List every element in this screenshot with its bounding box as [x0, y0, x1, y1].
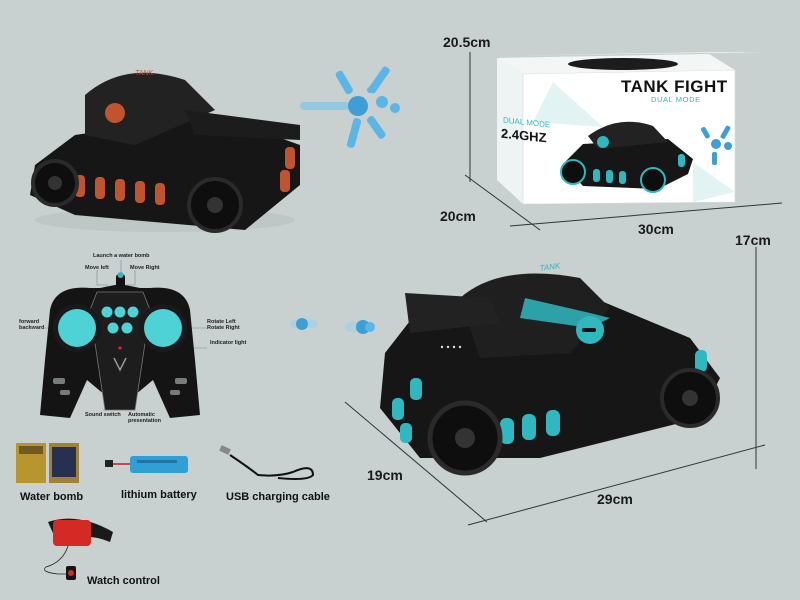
label-presentation: presentation — [128, 418, 162, 425]
box-splash-icon — [701, 125, 732, 165]
product-box: TANK FIGHT DUAL MODE DUAL MODE 2.4GHZ — [493, 52, 763, 205]
usb-cable-image — [219, 445, 315, 480]
orange-tank-image: TANK — [30, 70, 300, 233]
label-move-right: Move Right — [130, 265, 160, 271]
tank-height-dimension: 17cm — [735, 232, 771, 248]
box-height-dimension: 20.5cm — [443, 34, 491, 50]
label-backward: backward — [19, 325, 45, 332]
watch-control-image — [44, 518, 113, 580]
tank-length-line — [467, 444, 766, 526]
blue-tank-logo: TANK — [539, 261, 561, 273]
label-automatic-presentation: Automatic presentation — [128, 412, 161, 425]
box-depth-line — [464, 174, 541, 231]
tank-depth-line — [344, 401, 488, 523]
label-indicator-light: Indicator light — [210, 340, 247, 346]
label-forward-backward: forward backward — [19, 319, 44, 332]
orange-tank-logo: TANK — [135, 70, 153, 77]
label-rotate-right: Rotate Right — [207, 325, 240, 332]
tank-height-line — [755, 247, 757, 469]
label-automatic: Automatic — [128, 412, 155, 418]
box-title: TANK FIGHT — [621, 77, 728, 96]
tank-length-dimension: 29cm — [597, 491, 633, 507]
watch-control-label: Watch control — [87, 575, 160, 587]
box-width-line — [509, 202, 783, 227]
tank-depth-dimension: 19cm — [367, 467, 403, 483]
label-move-left: Move left — [85, 265, 109, 271]
box-width-dimension: 30cm — [638, 221, 674, 237]
label-rotate-left: Rotate Left — [207, 319, 236, 325]
water-bomb-label: Water bomb — [20, 491, 84, 503]
lithium-battery-label: lithium battery — [121, 489, 197, 501]
blue-tank-image: TANK — [290, 261, 720, 476]
box-subtitle: DUAL MODE — [651, 95, 701, 104]
water-bomb-packets-image — [16, 443, 79, 483]
water-splash-icon — [300, 66, 400, 148]
remote-controller — [20, 260, 207, 418]
box-height-line — [469, 52, 471, 182]
label-launch-water-bomb: Launch a water bomb — [93, 253, 150, 259]
box-depth-dimension: 20cm — [440, 208, 476, 224]
label-rotate: Rotate Left Rotate Right — [207, 319, 240, 332]
box-tank-image — [560, 121, 693, 193]
lithium-battery-image — [105, 456, 188, 473]
label-sound-switch: Sound switch — [85, 412, 121, 418]
usb-cable-label: USB charging cable — [226, 491, 330, 503]
label-forward: forward — [19, 319, 40, 325]
